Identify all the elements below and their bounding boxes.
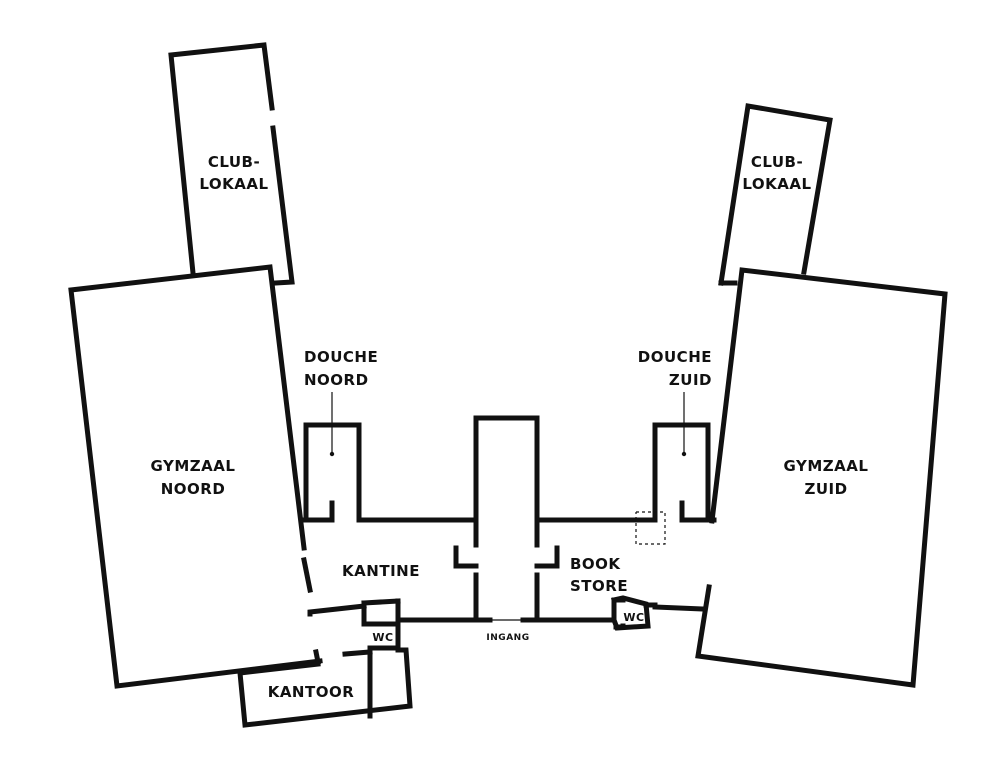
label-clublokaal-noord: CLUB- LOKAAL — [199, 153, 268, 193]
label-gymzaal-zuid-line1: GYMZAAL — [784, 457, 869, 475]
label-book-store-line2: STORE — [570, 577, 628, 595]
label-clublokaal-noord-line2: LOKAAL — [199, 175, 268, 193]
label-clublokaal-zuid-line1: CLUB- — [751, 153, 803, 171]
label-douche-zuid-line1: DOUCHE — [638, 348, 712, 366]
kantoor-block — [237, 598, 413, 728]
label-gymzaal-zuid-line2: ZUID — [804, 480, 847, 498]
gymzaal-noord — [68, 264, 323, 689]
label-ingang: INGANG — [486, 633, 529, 643]
label-douche-zuid: DOUCHE ZUID — [638, 348, 712, 457]
wc-bookstore — [610, 595, 651, 631]
label-gymzaal-noord: GYMZAAL NOORD — [151, 457, 236, 498]
leader-dot-douche-noord — [329, 451, 335, 457]
label-douche-noord: DOUCHE NOORD — [304, 348, 378, 457]
leader-dot-douche-zuid — [681, 451, 687, 457]
clublokaal-noord — [168, 42, 295, 286]
label-gymzaal-noord-line1: GYMZAAL — [151, 457, 236, 475]
label-douche-zuid-line2: ZUID — [669, 371, 712, 389]
label-douche-noord-line1: DOUCHE — [304, 348, 378, 366]
label-wc-bookstore: WC — [623, 611, 644, 624]
label-kantine: KANTINE — [342, 562, 420, 580]
clublokaal-zuid — [718, 103, 833, 286]
douche-zuid — [534, 422, 717, 545]
label-kantoor: KANTOOR — [268, 683, 355, 701]
label-clublokaal-noord-line1: CLUB- — [208, 153, 260, 171]
label-wc-kantoor: WC — [372, 631, 393, 644]
label-douche-noord-line2: NOORD — [304, 371, 369, 389]
entrance-corridor — [398, 415, 617, 623]
label-book-store-line1: BOOK — [570, 555, 621, 573]
douche-noord — [301, 422, 474, 523]
label-book-store: BOOK STORE — [570, 555, 628, 595]
gymzaal-zuid — [611, 267, 948, 688]
label-clublokaal-zuid: CLUB- LOKAAL — [742, 153, 811, 193]
label-gymzaal-noord-line2: NOORD — [161, 480, 226, 498]
label-clublokaal-zuid-line2: LOKAAL — [742, 175, 811, 193]
label-gymzaal-zuid: GYMZAAL ZUID — [784, 457, 869, 498]
